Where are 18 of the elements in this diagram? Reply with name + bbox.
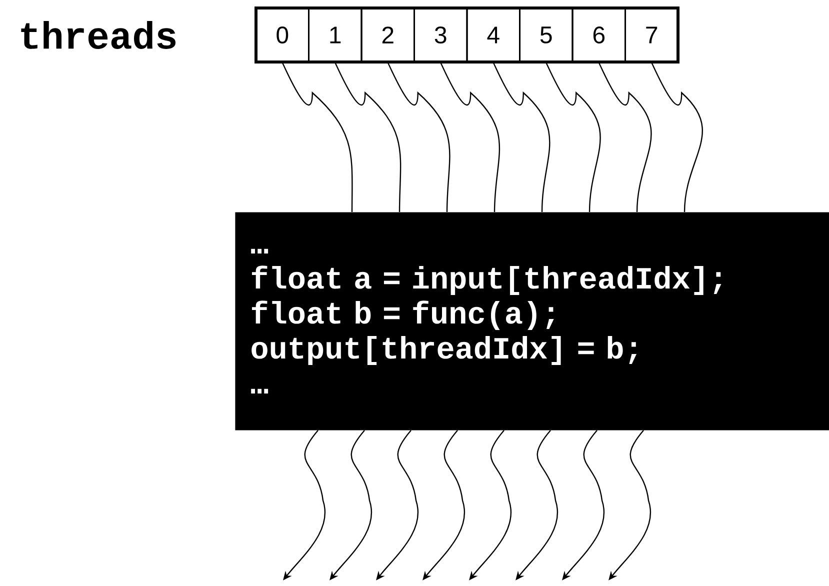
array-cell: 1 xyxy=(308,7,362,63)
array-cell: 5 xyxy=(519,7,574,63)
array-cell: 4 xyxy=(466,7,521,63)
wavy-line xyxy=(546,62,601,212)
array-cell: 2 xyxy=(360,7,415,63)
wavy-line xyxy=(598,62,652,212)
array-cell: 3 xyxy=(414,7,468,63)
wavy-line xyxy=(651,62,703,212)
wavy-line xyxy=(282,62,353,212)
wavy-line xyxy=(440,62,500,212)
node-label: 0 xyxy=(276,26,288,44)
array-cell: 6 xyxy=(572,7,626,63)
wavy-line xyxy=(334,62,402,212)
code-box: … float a = input[threadIdx]; float b = func(a); output[threadIdx] = b; … xyxy=(235,212,829,430)
array-cell: 7 xyxy=(624,7,679,63)
wavy-line xyxy=(387,62,450,212)
label: threads xyxy=(21,21,176,49)
wavy-line xyxy=(492,62,550,212)
